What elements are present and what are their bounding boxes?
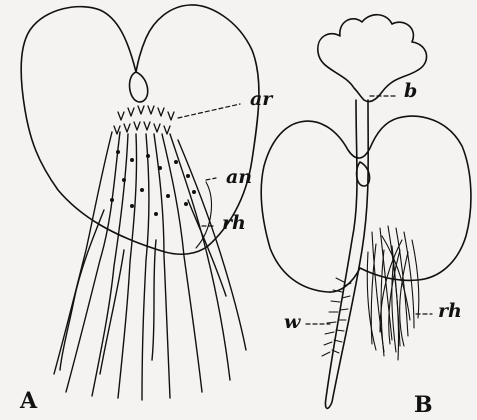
label-an: an bbox=[226, 168, 252, 187]
pointer-ar bbox=[178, 104, 240, 118]
label-rh-a: rh bbox=[222, 214, 246, 233]
archegonia-a bbox=[114, 106, 174, 134]
prothallus-b bbox=[261, 15, 471, 409]
antheridia-a bbox=[110, 150, 196, 216]
label-b: b bbox=[404, 82, 417, 101]
panel-label-a: A bbox=[20, 390, 37, 412]
prothallus-a bbox=[21, 5, 259, 400]
rhizoids-a bbox=[54, 132, 246, 400]
panel-label-b: B bbox=[414, 394, 433, 416]
sporophyte-stalk bbox=[325, 100, 368, 408]
label-rh-b: rh bbox=[438, 302, 462, 321]
label-ar: ar bbox=[250, 90, 272, 109]
label-w: w bbox=[284, 313, 300, 332]
notch-a bbox=[130, 72, 148, 102]
prothallus-b-outline bbox=[261, 116, 471, 292]
root-hairs-w bbox=[322, 278, 351, 356]
rhizoids-b bbox=[367, 226, 418, 360]
pointer-an bbox=[206, 178, 216, 180]
